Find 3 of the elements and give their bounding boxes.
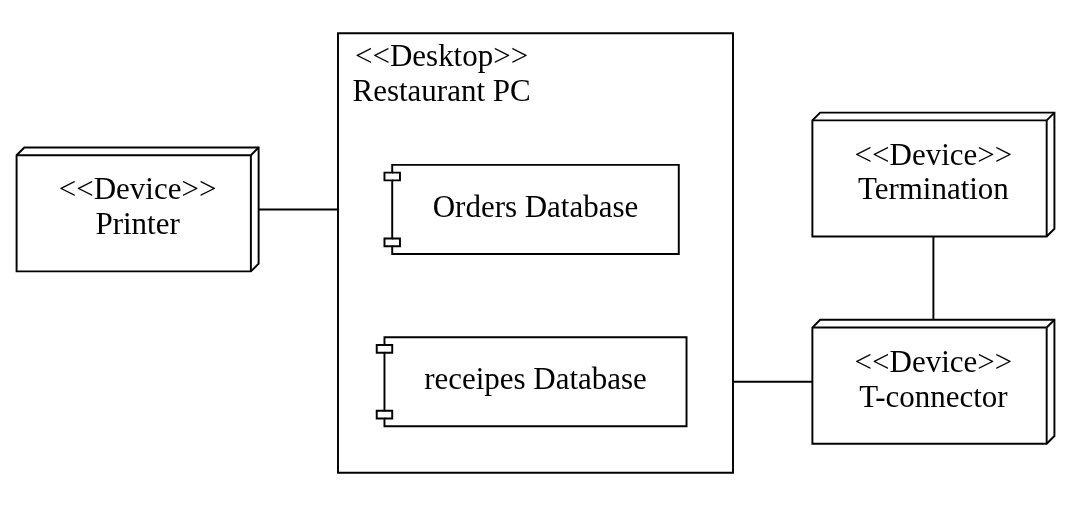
connector	[932, 235, 935, 321]
connector	[257, 208, 339, 211]
connector	[732, 380, 814, 383]
